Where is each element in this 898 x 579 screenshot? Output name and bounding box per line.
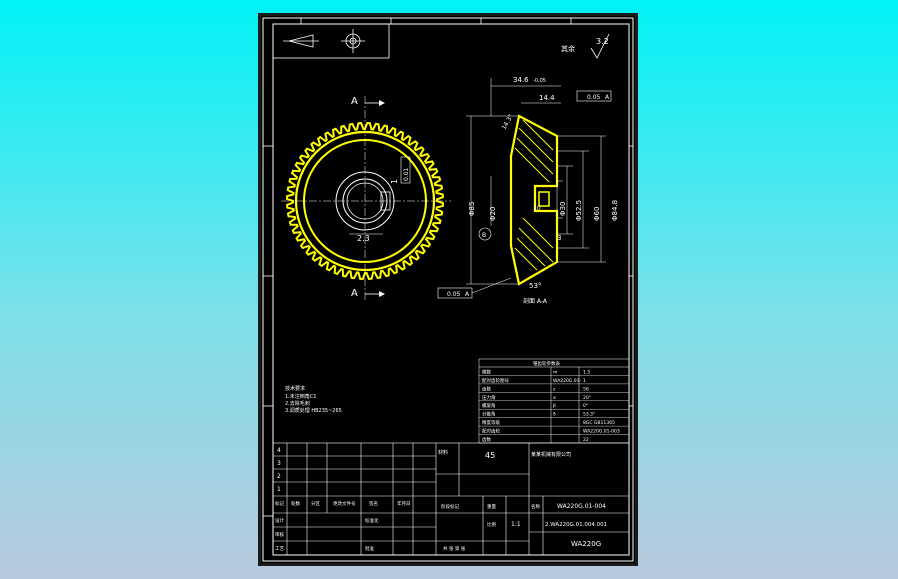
- roughness-symbol-icon: [590, 33, 610, 59]
- company-name: 某某机械有限公司: [531, 451, 571, 458]
- roughness-label: 其余: [561, 44, 575, 53]
- gear-table-cell-symbol: δ: [553, 412, 556, 418]
- dim-d2: Φ52.5: [575, 200, 583, 221]
- tol-runout-datum-2: A: [465, 291, 470, 298]
- detail-circle: [478, 227, 492, 241]
- gear-parameter-table: [478, 358, 630, 444]
- gear-table-cell-symbol: m: [553, 370, 557, 375]
- dim-step: 3: [557, 234, 561, 242]
- gear-table-cell-value: 56: [583, 386, 589, 392]
- tol-sym-frame: [400, 156, 411, 184]
- material-label: 材料: [438, 449, 448, 456]
- section-label-top: A: [351, 96, 358, 107]
- gear-table-cell-name: 螺旋角: [482, 402, 496, 409]
- dim-d4: Φ84.8: [611, 200, 619, 221]
- gear-table-cell-value: 8GC GB11365: [583, 420, 615, 426]
- gear-table-cell-value: 22: [583, 437, 589, 443]
- dim-len-10: 10: [533, 205, 541, 212]
- gear-table-cell-value: 1.5: [583, 369, 590, 375]
- section-title: 剖面 A-A: [523, 297, 548, 305]
- title-block: [272, 442, 630, 556]
- note-line-3: 3.调质处理 HB235~265: [285, 407, 342, 414]
- gear-table-cell-symbol: z: [553, 387, 556, 392]
- rev-number-3: 3: [277, 460, 281, 467]
- dim-base-angle: 53°: [529, 282, 541, 290]
- gear-table-cell-name: 压力角: [482, 394, 496, 401]
- gear-table-cell-symbol: β: [553, 403, 556, 409]
- label-name: 名称: [531, 503, 540, 510]
- outer-frame: [262, 17, 634, 562]
- gear-table-cell-name: 齿数: [482, 436, 491, 443]
- dim-key-width: 2.3: [357, 234, 370, 243]
- gear-table-rows: 模数 m 1.5 配对齿轮图号 WA220G.01-1 齿数 z 56 压力角 α 20° 螺旋角 β 0…: [479, 368, 629, 443]
- label-scale: 比例: [487, 521, 496, 528]
- section-hatching: [514, 119, 554, 271]
- notes-heading: 技术要求: [285, 385, 305, 392]
- tol-runout-datum-1: A: [605, 94, 610, 101]
- gear-table-cell-value: 53.3°: [583, 412, 595, 418]
- gear-table-cell-value: 1: [583, 378, 586, 384]
- projection-symbol-icon: [272, 23, 390, 59]
- tol-runout-frame-1: [576, 90, 612, 102]
- label-mark: 标记: [275, 500, 284, 507]
- gear-front-view: A A 2.3 0.01 1: [281, 96, 451, 301]
- scale-value: 1:1: [511, 521, 521, 528]
- dim-total-length: 34.6: [513, 76, 529, 84]
- label-weight: 重量: [487, 503, 496, 510]
- tol-runout-value-1: 0.05: [587, 94, 601, 101]
- dim-key-depth: 1: [390, 179, 399, 184]
- label-date: 年月日: [397, 500, 411, 507]
- label-process: 工艺: [275, 546, 284, 552]
- label-stage: 阶段标记: [441, 503, 459, 510]
- gear-table-cell-name: 配对齿轮: [482, 428, 500, 435]
- gear-table-cell-value: WA220G.01-003: [583, 429, 620, 435]
- gear-table-title: 锥齿轮参数表: [533, 360, 560, 367]
- technical-notes: 技术要求 1.未注倒角C1 2.去除毛刺 3.调质处理 HB235~265: [285, 385, 342, 414]
- label-change-no: 更改文件号: [333, 500, 356, 507]
- gear-table-cell-name: 配对齿轮图号: [482, 377, 509, 384]
- gear-table-cell-value: 0°: [583, 403, 588, 409]
- gear-table-cell-name: 齿数: [482, 385, 491, 392]
- assembly-name: WA220G: [571, 540, 601, 548]
- gear-table-cell-name: 分锥角: [482, 411, 496, 418]
- label-approve: 批准: [365, 545, 374, 552]
- dim-total-length-tol: -0.05: [533, 78, 546, 84]
- section-label-bottom: A: [351, 288, 358, 299]
- drawing-sheet: 其余 3.2 A A 2.3 0.01 1 34.6 -0.05 14.4: [258, 13, 638, 566]
- gear-table-cell-symbol: WA220G.01-: [553, 378, 582, 384]
- label-check: 审核: [275, 531, 284, 538]
- label-sign: 签名: [369, 500, 378, 507]
- label-std: 标准化: [365, 517, 379, 524]
- dim-d3: Φ60: [593, 207, 601, 221]
- bore-section: [538, 191, 550, 207]
- rev-number-2: 2: [277, 473, 281, 480]
- dim-outer-dia: Φ85: [468, 202, 476, 216]
- gear-section-view: 34.6 -0.05 14.4 0.05 A: [437, 76, 619, 305]
- rev-number-4: 4: [277, 447, 281, 454]
- gear-table-cell-value: 20°: [583, 395, 591, 401]
- gear-table-cell-symbol: α: [553, 396, 556, 401]
- note-line-1: 1.未注倒角C1: [285, 393, 316, 400]
- label-count: 处数: [291, 500, 300, 507]
- dim-hub-length: 14.4: [539, 94, 555, 102]
- tol-sym-value: 0.01: [403, 167, 410, 181]
- cad-drawing: 其余 3.2 A A 2.3 0.01 1 34.6 -0.05 14.4: [262, 17, 634, 562]
- gear-table-cell-name: 模数: [482, 368, 491, 375]
- gear-table-cell-name: 精度等级: [482, 419, 500, 426]
- rev-number-1: 1: [277, 486, 281, 493]
- tol-runout-value-2: 0.05: [447, 291, 461, 298]
- inner-frame: [272, 23, 630, 556]
- part-number: WA220G.01-004: [557, 503, 606, 510]
- zone-ticks: [263, 18, 633, 517]
- dim-d1: Φ30: [559, 202, 567, 216]
- note-line-2: 2.去除毛刺: [285, 400, 310, 407]
- label-design: 设计: [275, 517, 284, 524]
- label-zone: 分区: [311, 500, 320, 507]
- roughness-value: 3.2: [596, 37, 609, 46]
- material-value: 45: [485, 451, 495, 460]
- detail-circle-label: B: [482, 232, 486, 239]
- part-name: 2.WA220G.01.004.001: [545, 522, 607, 528]
- label-sheets: 共 张 第 张: [443, 545, 466, 552]
- dim-bore: Φ20: [489, 207, 497, 221]
